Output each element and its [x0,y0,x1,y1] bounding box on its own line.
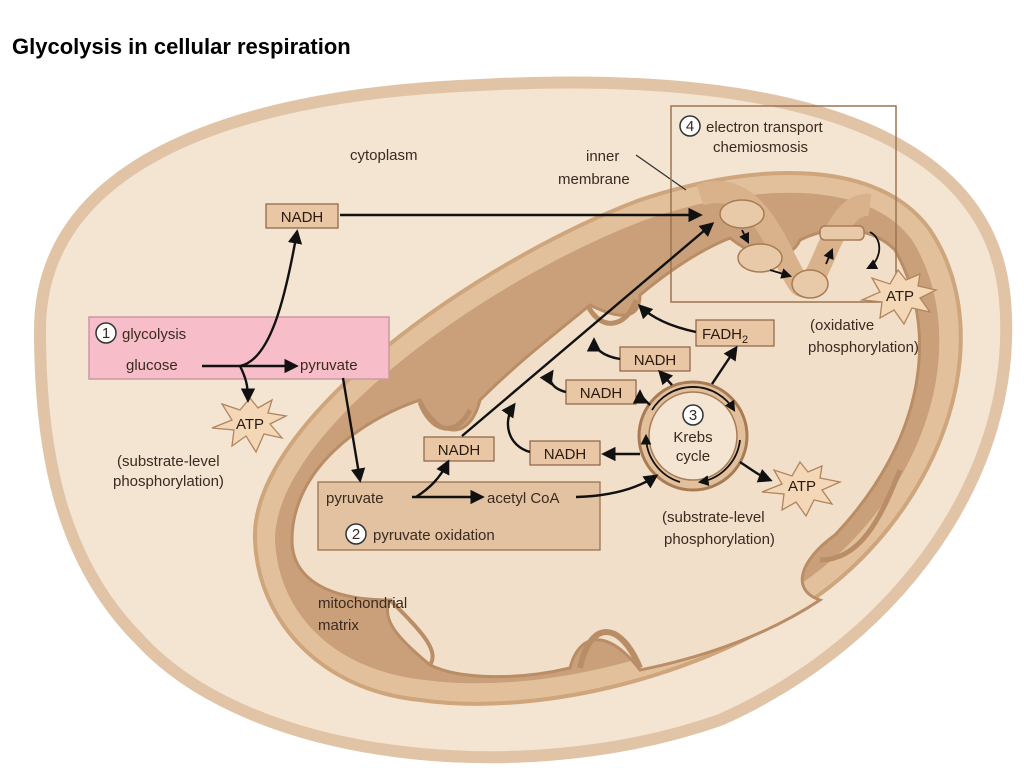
glycolysis-box [88,316,390,380]
fadh2-base: FADH [702,326,742,343]
protein-complex [791,269,829,299]
fadh2-subscript: 2 [742,334,748,346]
protein-complex [819,225,865,241]
krebs-cycle-arrow [640,433,681,483]
protein-complex [737,243,783,273]
oxidative-label-line1: (oxidative [810,317,874,334]
atp-label-oxidative: ATP [886,288,914,305]
crista [577,629,643,670]
arrow-nadh-mid-join [539,369,567,394]
nadh-box-krebs-low [529,440,601,466]
nadh-box-krebs-mid [565,379,637,405]
matrix-label-line2: matrix [318,617,359,634]
substrate-level-1-line2: phosphorylation) [113,473,224,490]
stage-4-marker [679,115,701,137]
pyruvate-label-2: pyruvate [326,490,384,507]
atp-burst-glycolysis [211,396,289,454]
page-title: Glycolysis in cellular respiration [12,34,351,59]
chemiosmosis-label: chemiosmosis [713,139,808,156]
arrow-pyruvate-nadh [415,459,450,499]
atp-burst-krebs [761,460,843,518]
arrow-nadh-low-join [501,402,531,454]
arrow-nadh-collector [461,222,715,437]
glycolysis-label: glycolysis [122,326,186,343]
substrate-level-2-line2: phosphorylation) [664,531,775,548]
crista [585,299,639,326]
arrow-glycolysis-nadh [239,229,303,368]
atp-synthase-arrow [866,231,881,269]
electron-flow-arrow [739,229,749,244]
atp-label-glycolysis: ATP [236,416,264,433]
atp-burst-oxidative [859,268,938,326]
krebs-cycle-arrow [697,439,741,486]
krebs-label-line2: cycle [676,448,710,465]
arrow-krebs-fadh2 [711,345,738,385]
nadh-box-pyruvate [423,436,495,462]
stage-2-marker [345,523,367,545]
arrow-krebs-atp [739,461,773,483]
arrow-krebs-nadh-mid [632,389,651,406]
electron-flow-arrow [769,268,793,279]
substrate-level-1-line1: (substrate-level [117,453,220,470]
inner-membrane-label-line1: inner [586,148,619,165]
arrow-fadh2-join [637,303,697,334]
crista [819,469,903,563]
inner-membrane-pointer [635,154,687,191]
arrow-pyruvate-to-matrix [341,377,366,483]
arrow-glycolysis-atp [238,365,256,403]
nadh-box-krebs-top [619,346,691,372]
arrow-nadh-top-join [586,337,621,361]
nadh-box-cytoplasm [265,203,339,229]
inner-membrane-label-line2: membrane [558,171,630,188]
crista [417,401,473,431]
pyruvate-label-1: pyruvate [300,357,358,374]
stage-1-number: 1 [102,325,110,342]
substrate-level-2-line1: (substrate-level [662,509,765,526]
electron-flow-arrow [823,248,834,265]
acetyl-coa-label: acetyl CoA [487,490,560,507]
oxidative-label-line2: phosphorylation) [808,339,919,356]
glucose-label: glucose [126,357,178,374]
protein-complex [719,199,765,229]
pyruvate-oxidation-label: pyruvate oxidation [373,527,495,544]
stage-3-number: 3 [689,407,697,424]
nadh-label-pyruvate: NADH [438,442,481,459]
fadh2-box [695,319,775,347]
matrix-label-line1: mitochondrial [318,595,407,612]
atp-label-krebs: ATP [788,478,816,495]
nadh-label-krebs-mid: NADH [580,385,623,402]
fadh2-label: FADH2 [702,326,748,346]
nadh-label-krebs-low: NADH [544,446,587,463]
stage-4-number: 4 [686,118,694,135]
stage-1-marker [95,322,117,344]
crista [388,598,435,667]
nadh-label-krebs-top: NADH [634,352,677,369]
cytoplasm-label: cytoplasm [350,147,418,164]
arrow-krebs-nadh-top [658,369,674,386]
krebs-label-line1: Krebs [673,429,712,446]
electron-transport-box [670,105,897,303]
krebs-cycle-arrow [651,386,736,412]
nadh-label-cytoplasm: NADH [281,209,324,226]
arrow-acetylcoa-krebs [575,474,659,499]
stage-3-marker [682,404,704,426]
electron-transport-label: electron transport [706,119,824,136]
stage-2-number: 2 [352,526,360,543]
